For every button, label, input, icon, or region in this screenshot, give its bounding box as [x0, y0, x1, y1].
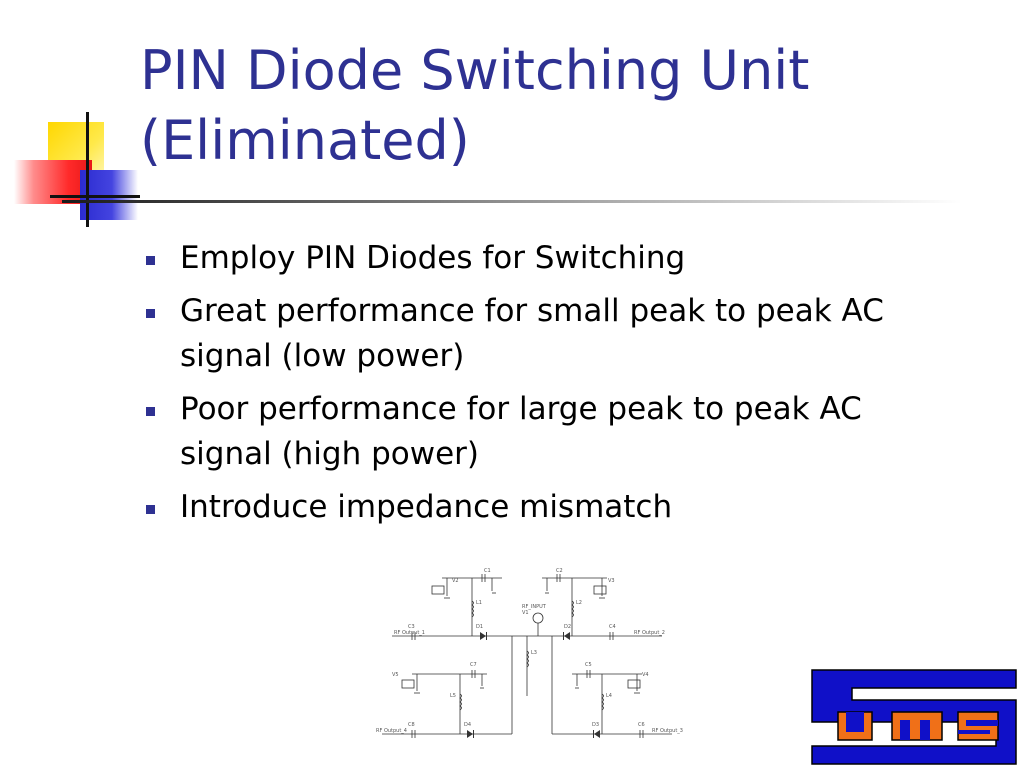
label-c7: C7	[470, 662, 477, 668]
label-d3: D3	[592, 722, 599, 728]
label-d1: D1	[476, 624, 483, 630]
square-bullet-icon	[146, 407, 155, 416]
label-c5: C5	[585, 662, 592, 668]
label-l3: L3	[531, 650, 537, 656]
ums-logo-icon	[808, 666, 1024, 768]
square-bullet-icon	[146, 256, 155, 265]
label-c6: C6	[638, 722, 645, 728]
label-c4: C4	[609, 624, 616, 630]
label-out2: RF Output_2	[634, 630, 665, 636]
label-out1: RF Output_1	[394, 630, 425, 636]
corner-decoration	[0, 0, 160, 240]
slide-title: PIN Diode Switching Unit (Eliminated)	[140, 36, 1000, 176]
label-l5: L5	[450, 693, 456, 699]
bullet-text-continued: signal (low power)	[180, 338, 465, 374]
label-l2: L2	[576, 600, 582, 606]
label-out3: RF Output_3	[652, 728, 683, 734]
bullet-item: Employ PIN Diodes for Switching	[142, 236, 1002, 281]
bullet-text: Great performance for small peak to peak…	[180, 293, 884, 329]
label-v1: V1	[522, 610, 529, 616]
label-c3: C3	[408, 624, 415, 630]
label-v4: V4	[642, 672, 649, 678]
bullet-list: Employ PIN Diodes for Switching Great pe…	[142, 236, 1002, 538]
bullet-text: Introduce impedance mismatch	[180, 489, 673, 525]
title-line-1: PIN Diode Switching Unit	[140, 39, 810, 102]
pin-diode-circuit-schematic: C1 C2 C3 C4 C7 C5 C8 C6 L1 L2 L3 L5 L4 D…	[376, 568, 683, 738]
bullet-item: Introduce impedance mismatch	[142, 485, 1002, 530]
label-v5: V5	[392, 672, 399, 678]
bullet-item: Poor performance for large peak to peak …	[142, 387, 1002, 477]
bullet-text: Poor performance for large peak to peak …	[180, 391, 862, 427]
bullet-item: Great performance for small peak to peak…	[142, 289, 1002, 379]
label-c2: C2	[556, 568, 563, 574]
label-l4: L4	[606, 693, 612, 699]
label-l1: L1	[476, 600, 482, 606]
label-c8: C8	[408, 722, 415, 728]
label-d2: D2	[564, 624, 571, 630]
square-bullet-icon	[146, 505, 155, 514]
horizontal-line-decoration	[50, 195, 140, 198]
bullet-text: Employ PIN Diodes for Switching	[180, 240, 686, 276]
bullet-text-continued: signal (high power)	[180, 436, 479, 472]
title-underline	[62, 200, 962, 203]
label-out4: RF Output_4	[376, 728, 407, 734]
label-c1: C1	[484, 568, 491, 574]
vertical-line-decoration	[86, 112, 89, 227]
label-v3: V3	[608, 578, 615, 584]
label-v2: V2	[452, 578, 459, 584]
label-rf-input: RF_INPUT	[522, 604, 547, 610]
label-d4: D4	[464, 722, 471, 728]
title-line-2: (Eliminated)	[140, 109, 470, 172]
square-bullet-icon	[146, 309, 155, 318]
